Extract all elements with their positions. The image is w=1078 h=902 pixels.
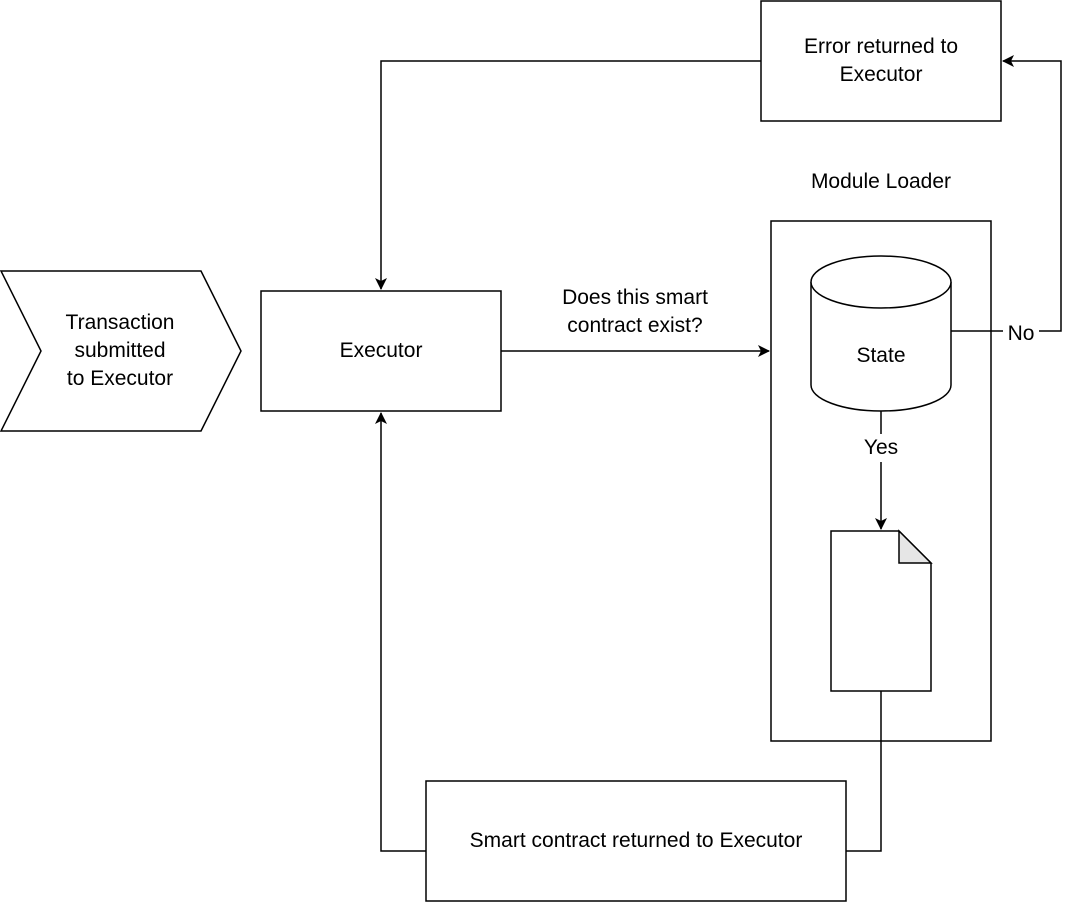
question-label: Does this smart contract exist? (562, 286, 708, 337)
transaction-label: Transaction submitted to Executor (65, 311, 175, 390)
smart-contract-box-shape (425, 780, 847, 902)
yes-label: Yes (854, 434, 908, 462)
smart-contract-label: Smart contract returned to Executor (469, 829, 803, 852)
no-label: No (1003, 320, 1039, 348)
module-loader-title: Module Loader (810, 170, 952, 193)
error-box-shape (760, 0, 1002, 122)
executor-label: Executor (339, 339, 423, 362)
state-label: State (856, 344, 906, 367)
edge-document-to-smart-contract (846, 691, 882, 852)
error-label: Error returned to Executor (803, 35, 959, 86)
state-cylinder (810, 255, 952, 412)
transaction-chevron-shape (0, 270, 242, 432)
smart-contract-document-icon (830, 529, 933, 692)
edge-smart-contract-to-executor (375, 412, 426, 852)
executor-box-shape (260, 290, 502, 412)
edge-error-to-executor (375, 60, 761, 290)
